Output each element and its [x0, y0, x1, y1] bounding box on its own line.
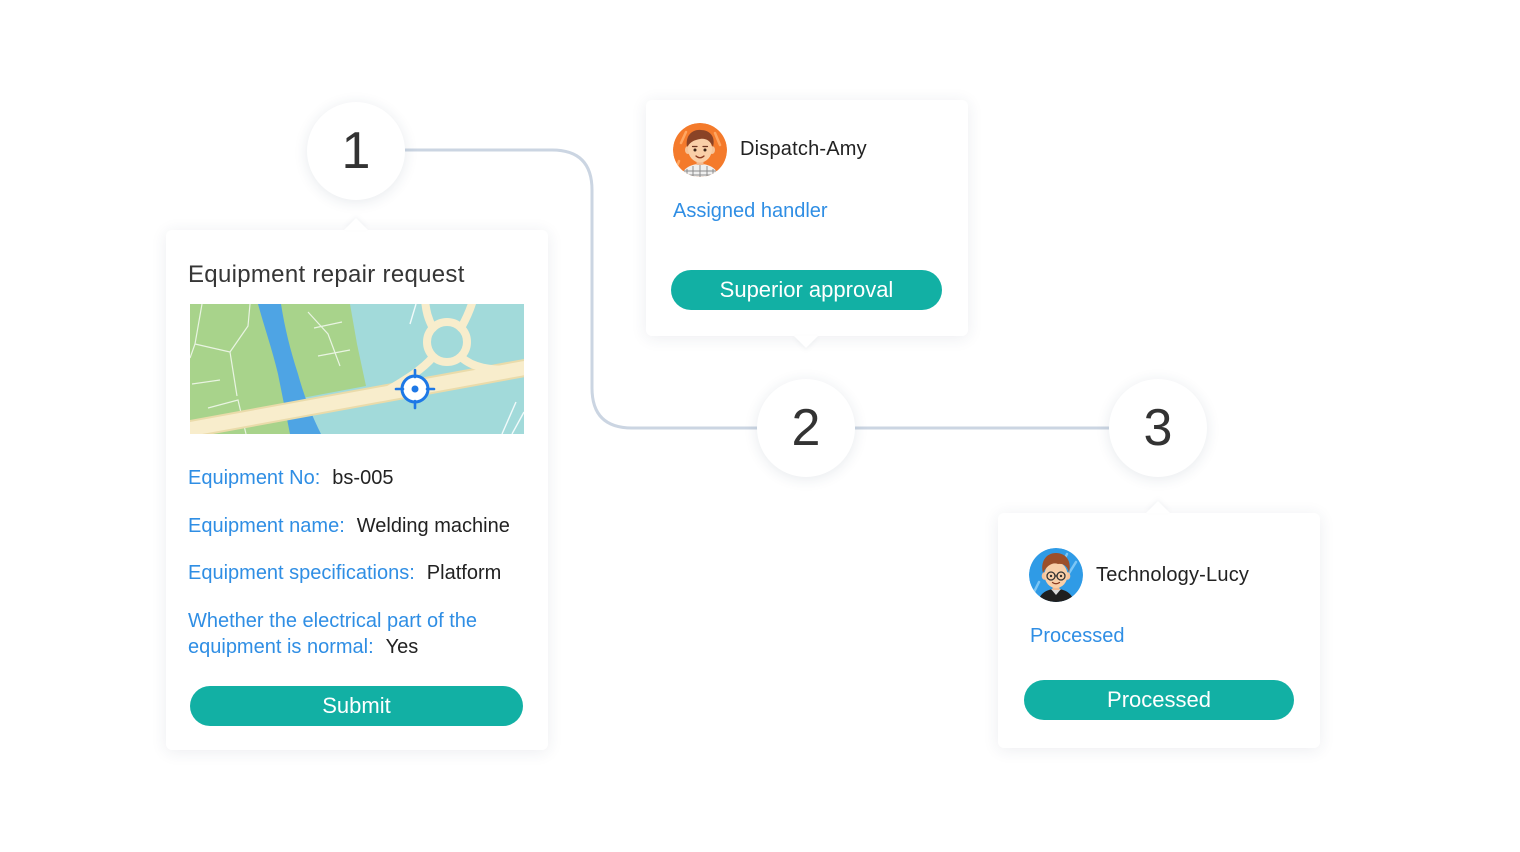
map-image	[190, 304, 524, 434]
submit-button[interactable]: Submit	[190, 686, 523, 726]
field-label: Equipment No:	[188, 467, 321, 489]
field-equipment-name: Equipment name: Welding machine	[188, 513, 526, 539]
field-value: bs-005	[332, 467, 394, 489]
field-equipment-no: Equipment No: bs-005	[188, 465, 526, 491]
map-main-road	[190, 360, 524, 434]
superior-approval-button[interactable]: Superior approval	[671, 270, 942, 310]
field-equipment-specifications: Equipment specifications: Platform	[188, 560, 526, 586]
dispatch-card: Dispatch-Amy Assigned handler Superior a…	[646, 100, 968, 348]
dispatch-status: Assigned handler	[673, 200, 828, 222]
card-title: Equipment repair request	[188, 261, 465, 288]
step-1-circle: 1	[307, 102, 405, 200]
field-value: Welding machine	[356, 514, 510, 537]
map-park-paths	[190, 304, 351, 434]
field-label: Equipment specifications:	[188, 562, 415, 584]
card-pointer	[1146, 501, 1170, 513]
field-value: Yes	[385, 635, 419, 658]
field-value: Platform	[426, 562, 502, 584]
processed-button[interactable]: Processed	[1024, 680, 1294, 720]
map-interchange	[381, 304, 516, 396]
cartoon-avatar-orange-icon	[673, 123, 727, 177]
field-label: Equipment name:	[188, 514, 345, 537]
step-3-number: 3	[1143, 399, 1173, 457]
technology-card: Technology-Lucy Processed Processed	[998, 501, 1320, 748]
avatar	[1029, 548, 1083, 602]
dispatcher-name: Dispatch-Amy	[740, 138, 867, 160]
avatar	[673, 123, 727, 177]
repair-request-card: Equipment repair request	[166, 218, 548, 750]
location-target-icon	[394, 368, 436, 410]
equipment-fields: Equipment No: bs-005 Equipment name: Weldi…	[188, 465, 526, 681]
step-2-circle: 2	[757, 379, 855, 477]
technician-name: Technology-Lucy	[1096, 564, 1250, 586]
cartoon-avatar-blue-icon	[1029, 548, 1083, 602]
card-pointer	[794, 336, 818, 348]
field-electrical-normal: Whether the electrical part of the equip…	[188, 608, 526, 660]
step-3-circle: 3	[1109, 379, 1207, 477]
location-map[interactable]	[190, 304, 524, 434]
step-2-number: 2	[791, 399, 821, 457]
connector-line-1-2	[405, 148, 758, 430]
map-minor-roads	[409, 304, 524, 434]
step-1-number: 1	[341, 122, 371, 180]
card-pointer	[344, 218, 368, 230]
field-label: Whether the electrical part of the equip…	[188, 609, 478, 658]
technology-status: Processed	[1030, 625, 1125, 647]
